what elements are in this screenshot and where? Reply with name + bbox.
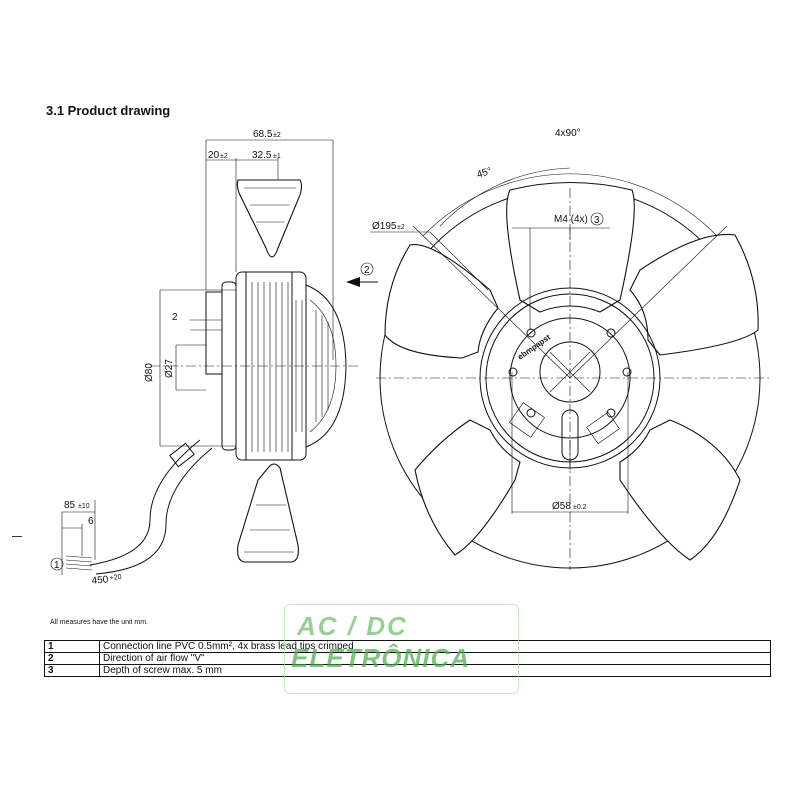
side-motor-dome [305,284,347,448]
dim-diameter-58: Ø58 [552,501,571,512]
screw-hole-1 [526,328,536,338]
front-blade-4 [414,419,521,556]
dim-lead-length: 450 [91,574,109,587]
side-blade-top [236,179,303,258]
callout-1: 1 [54,560,60,571]
legend-row: 3 Depth of screw max. 5 mm [44,664,771,677]
dim-diameter-195-tol: ±2 [397,224,405,231]
callout-2-circle [360,262,374,276]
callout-3-circle [590,212,604,226]
dim-hub-offset-tol: ±2 [220,153,228,160]
dim-hub-width: 32.5 [252,150,272,161]
dim-diameter-27: Ø27 [164,359,175,378]
side-shaft-stub [205,291,223,375]
side-view: 68.5 ±2 20 ±2 32.5 ±1 2 Ø80 Ø27 85 ±10 6… [50,129,378,587]
front-blade-3 [384,244,499,359]
dim-angle-offset: 45° [476,166,494,181]
legend-num: 1 [44,640,100,653]
front-blade-5 [619,419,741,561]
legend-table: 1 Connection line PVC 0.5mm², 4x brass l… [44,640,771,677]
dim-diameter-58-tol: ±0.2 [573,504,587,511]
callout-3: 3 [594,215,600,226]
side-blade-bottom [237,463,299,563]
dim-diameter-195: Ø195 [372,221,397,232]
dim-overall-width-tol: ±2 [273,132,281,139]
dim-lead-strip-tol: ±10 [78,503,90,510]
front-blade-1 [506,181,635,313]
front-view: ebmpapst 4x90° 45° Ø195 ±2 M4 (4x) 3 Ø58… [370,128,770,570]
dim-lead-tip: 6 [88,516,94,527]
screw-hole-2 [606,328,616,338]
dim-hub-offset: 20 [208,150,220,161]
watermark-logo: AC / DC ELETRÔNICA [284,604,519,694]
units-note: All measures have the unit mm. [50,619,149,626]
brand-label: ebmpapst [516,332,552,361]
legend-num: 2 [44,652,100,665]
dim-angle-pitch: 4x90° [555,128,581,139]
airflow-arrow [346,277,360,287]
callout-2: 2 [364,265,370,276]
side-cable [89,439,201,566]
dim-hub-width-tol: ±1 [273,153,281,160]
dim-lead-strip: 85 [64,500,76,511]
margin-mark [12,536,22,537]
watermark-line1: AC / DC [297,611,408,641]
screw-hole-3 [526,408,536,418]
dim-overall-width: 68.5 [253,129,273,140]
legend-text: Depth of screw max. 5 mm [99,664,771,677]
legend-num: 3 [44,664,100,677]
dim-diameter-80: Ø80 [144,363,155,382]
front-blade-2 [629,233,759,356]
callout-1-circle [50,557,64,571]
dim-screw: M4 (4x) [554,214,588,225]
section-heading: 3.1 Product drawing [46,103,171,118]
watermark-line2: ELETRÔNICA [291,643,470,673]
dim-lead-length-tol: +20 [109,574,122,582]
dim-step: 2 [172,312,178,323]
